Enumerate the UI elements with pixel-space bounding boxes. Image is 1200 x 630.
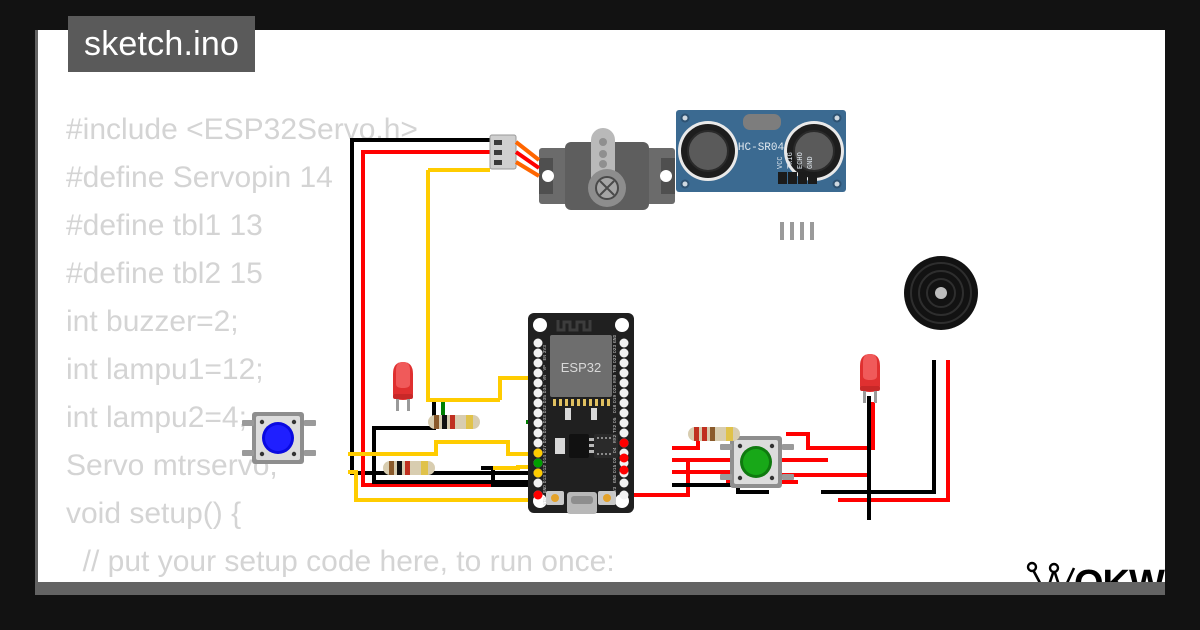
file-tab[interactable]: sketch.ino — [68, 16, 256, 72]
svg-text:D35: D35 — [542, 395, 548, 404]
component-resistor-1[interactable] — [428, 415, 480, 429]
code-line: #define tbl1 13 — [66, 209, 263, 242]
diagram-canvas[interactable]: #include <ESP32Servo.h>#define Servopin … — [38, 30, 1165, 582]
svg-text:D14: D14 — [542, 455, 548, 464]
code-line: int lampu2=4; — [66, 401, 247, 434]
svg-text:3V3: 3V3 — [612, 486, 618, 495]
svg-text:TX2: TX2 — [612, 424, 618, 433]
svg-text:RX0: RX0 — [612, 374, 618, 383]
svg-text:VIN: VIN — [542, 497, 548, 506]
svg-text:3V3: 3V3 — [542, 345, 548, 354]
svg-text:GND: GND — [542, 485, 548, 494]
svg-text:VP: VP — [542, 365, 548, 371]
svg-text:D12: D12 — [542, 465, 548, 474]
svg-text:GND: GND — [612, 474, 618, 483]
component-led1[interactable] — [393, 362, 413, 411]
svg-text:TRIG: TRIG — [787, 152, 795, 169]
circuit-diagram[interactable]: HC-SR04 VCC TRIG ECHO GND — [38, 30, 1165, 582]
svg-text:D21: D21 — [612, 384, 618, 393]
component-led2[interactable] — [860, 354, 880, 403]
svg-text:D19: D19 — [612, 394, 618, 403]
component-hcsr04[interactable]: HC-SR04 VCC TRIG ECHO GND — [676, 110, 846, 192]
code-watermark: #include <ESP32Servo.h>#define Servopin … — [66, 106, 1066, 582]
wokwi-logo: OKWI — [1026, 561, 1165, 582]
svg-text:D18: D18 — [612, 404, 618, 413]
svg-text:ECHO: ECHO — [797, 152, 805, 169]
esp32-chip-label: ESP32 — [561, 360, 601, 375]
svg-text:D5: D5 — [612, 417, 618, 423]
code-line: #define Servopin 14 — [66, 161, 333, 194]
svg-text:GND: GND — [612, 334, 618, 343]
code-line: int buzzer=2; — [66, 305, 239, 338]
svg-text:D4: D4 — [612, 447, 618, 453]
hcsr04-label: HC-SR04 — [738, 142, 785, 154]
svg-text:D2: D2 — [612, 457, 618, 463]
component-button-blue[interactable] — [242, 412, 316, 464]
svg-text:VN: VN — [542, 375, 548, 381]
wokwi-wordmark: OKWI — [1074, 563, 1165, 582]
svg-text:D32: D32 — [542, 405, 548, 414]
svg-text:D13: D13 — [542, 475, 548, 484]
svg-text:VCC: VCC — [777, 156, 785, 169]
svg-text:GND: GND — [807, 156, 815, 169]
svg-text:TX0: TX0 — [612, 364, 618, 373]
code-line: // put your setup code here, to run once… — [66, 545, 615, 578]
component-resistor-3[interactable] — [688, 427, 740, 441]
code-line: void setup() { — [66, 497, 242, 530]
svg-text:RX2: RX2 — [612, 434, 618, 443]
svg-text:D27: D27 — [542, 445, 548, 454]
component-button-green[interactable] — [720, 436, 794, 488]
component-esp32[interactable]: ESP32 — [528, 313, 634, 514]
component-buzzer[interactable] — [904, 256, 978, 330]
svg-text:D15: D15 — [612, 464, 618, 473]
svg-text:D34: D34 — [542, 385, 548, 394]
code-line: int lampu1=12; — [66, 353, 264, 386]
code-line: #define tbl2 15 — [66, 257, 263, 290]
svg-text:D22: D22 — [612, 354, 618, 363]
svg-text:D33: D33 — [542, 415, 548, 424]
svg-text:EN: EN — [542, 355, 548, 361]
svg-text:D23: D23 — [612, 344, 618, 353]
component-resistor-2[interactable] — [383, 461, 435, 475]
svg-text:D25: D25 — [542, 425, 548, 434]
svg-text:D26: D26 — [542, 435, 548, 444]
component-servo[interactable] — [489, 128, 675, 210]
